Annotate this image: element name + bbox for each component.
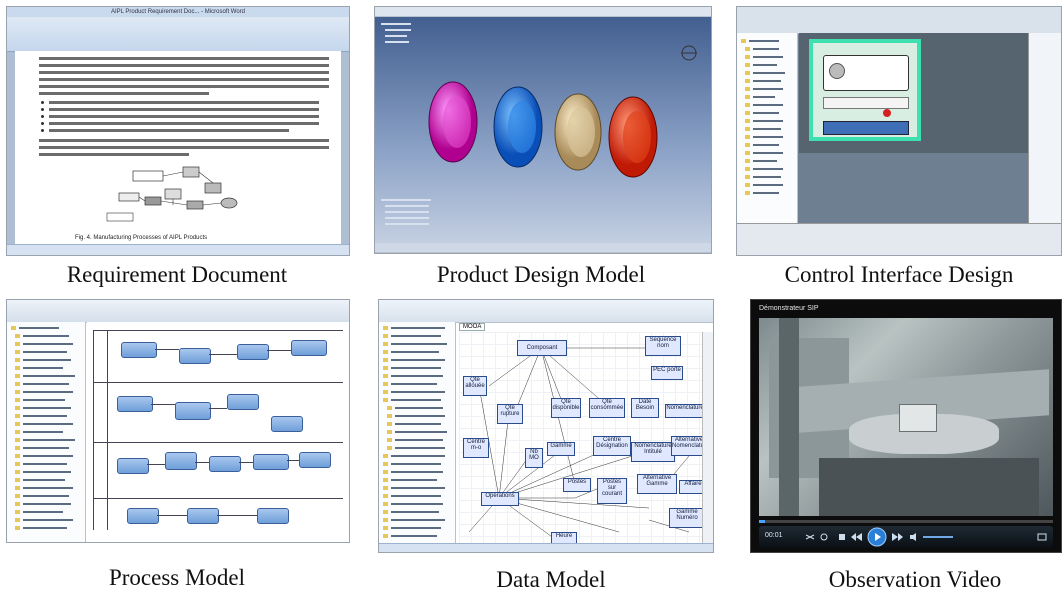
- word-title: AIPL Product Requirement Doc... - Micros…: [7, 7, 349, 17]
- word-figure-caption: Fig. 4. Manufacturing Processes of AIPL …: [75, 235, 208, 241]
- caption-process-model: Process Model: [108, 565, 246, 590]
- entity-qte-rupture[interactable]: Qté rupture: [497, 404, 523, 424]
- volume-slider[interactable]: [923, 536, 953, 538]
- volume-icon[interactable]: [909, 532, 921, 542]
- entity-nb-mo[interactable]: Nb MO: [525, 448, 543, 468]
- entity-composant[interactable]: Composant: [517, 340, 567, 356]
- control-property-panel[interactable]: [737, 223, 1061, 255]
- control-right-toolbox[interactable]: [1028, 33, 1061, 223]
- video-window: Démonstrateur SIP 00:01: [750, 299, 1062, 553]
- repeat-icon[interactable]: [819, 532, 829, 542]
- datamodel-tab[interactable]: MOOA: [459, 323, 486, 331]
- hmi-panel[interactable]: [809, 39, 921, 141]
- next-icon[interactable]: [891, 532, 903, 542]
- process-menubar[interactable]: [7, 300, 349, 323]
- hmi-red-lamp: [883, 109, 891, 117]
- process-window: [6, 299, 350, 543]
- caption-data-model: Data Model: [496, 567, 606, 592]
- word-statusbar: [7, 244, 349, 255]
- entity-gamme-numero[interactable]: Gamme Numéro: [669, 508, 705, 528]
- video-time: 00:01: [765, 532, 783, 539]
- entity-operations[interactable]: Opérations: [481, 492, 519, 506]
- panel-product-design-model: Product Design Model: [354, 0, 712, 299]
- entity-centre-designation[interactable]: Centre Désignation: [593, 436, 631, 456]
- hmi-canvas[interactable]: [799, 33, 1029, 153]
- entity-nomenclature-intitule[interactable]: Nomenclature Intitulé: [631, 442, 675, 462]
- control-menubar[interactable]: [737, 7, 1061, 34]
- datamodel-canvas[interactable]: Composant Sequence nom PEC porte Qté all…: [459, 332, 707, 544]
- video-controls[interactable]: 00:01: [759, 526, 1053, 548]
- cad-menubar[interactable]: [375, 7, 711, 17]
- entity-qte-allouee[interactable]: Qté allouée: [463, 376, 487, 396]
- datamodel-window: MOOA Composant Sequence nom PEC porte Qt…: [378, 299, 714, 553]
- caption-requirement-document: Requirement Document: [66, 262, 288, 287]
- entity-qte-disponible[interactable]: Qté disponible: [551, 398, 581, 418]
- entity-postes-sur-courant[interactable]: Postes sur courant: [597, 478, 627, 504]
- stop-icon[interactable]: [837, 532, 847, 542]
- entity-centre-mo[interactable]: Centre m-o: [463, 438, 489, 458]
- fullscreen-icon[interactable]: [1037, 532, 1047, 542]
- panel-requirement-document: AIPL Product Requirement Doc... - Micros…: [0, 0, 354, 299]
- play-icon[interactable]: [867, 527, 887, 547]
- control-project-tree[interactable]: [737, 33, 798, 223]
- panel-control-interface-design: Control Interface Design: [708, 0, 1062, 299]
- video-title: Démonstrateur SIP: [759, 305, 819, 312]
- control-window: [736, 6, 1062, 256]
- previous-icon[interactable]: [851, 532, 863, 542]
- caption-control-interface-design: Control Interface Design: [784, 262, 1014, 287]
- process-diagram-icon: [106, 166, 238, 222]
- entity-sequence-nom[interactable]: Sequence nom: [645, 336, 681, 356]
- compass-icon: [681, 45, 697, 61]
- entity-date-besoin[interactable]: Date Besoin: [631, 398, 659, 418]
- hmi-button[interactable]: [823, 121, 909, 135]
- datamodel-statusbar: [379, 543, 713, 552]
- cad-window: [374, 6, 712, 254]
- process-canvas[interactable]: [87, 322, 349, 540]
- panel-observation-video: Démonstrateur SIP 00:01 Observation Vide…: [708, 299, 1062, 599]
- cad-toolbar[interactable]: [375, 243, 711, 253]
- entity-nomenclature[interactable]: Nomenclature: [665, 404, 705, 418]
- video-frame[interactable]: [759, 318, 1053, 516]
- word-ribbon[interactable]: [7, 17, 349, 52]
- entity-alternative-gamme[interactable]: Alternative Gamme: [637, 474, 677, 494]
- word-window: AIPL Product Requirement Doc... - Micros…: [6, 6, 350, 256]
- datamodel-right-toolbar[interactable]: [702, 332, 713, 544]
- caption-product-design-model: Product Design Model: [436, 262, 646, 287]
- hmi-readout: [823, 97, 909, 109]
- panel-process-model: Process Model: [0, 299, 354, 599]
- entity-pec-porte[interactable]: PEC porte: [651, 366, 683, 380]
- entity-gamme[interactable]: Gamme: [547, 442, 575, 456]
- hmi-indicator: [829, 63, 845, 79]
- entity-qte-consommee[interactable]: Qté consommée: [589, 398, 625, 418]
- panel-data-model: MOOA Composant Sequence nom PEC porte Qt…: [354, 299, 714, 599]
- exploded-discs-icon: [428, 81, 658, 178]
- shuffle-icon[interactable]: [805, 532, 815, 542]
- datamodel-menubar[interactable]: [379, 300, 713, 323]
- process-tree[interactable]: [7, 322, 86, 542]
- cad-spec-tree[interactable]: [379, 21, 419, 61]
- caption-observation-video: Observation Video: [828, 567, 1002, 592]
- video-progress-bar[interactable]: [759, 520, 1053, 523]
- cad-spec-tree-bottom[interactable]: [379, 197, 439, 231]
- word-page[interactable]: Fig. 4. Manufacturing Processes of AIPL …: [15, 51, 341, 245]
- datamodel-tree[interactable]: [379, 322, 456, 552]
- entity-postes[interactable]: Postes: [563, 478, 591, 492]
